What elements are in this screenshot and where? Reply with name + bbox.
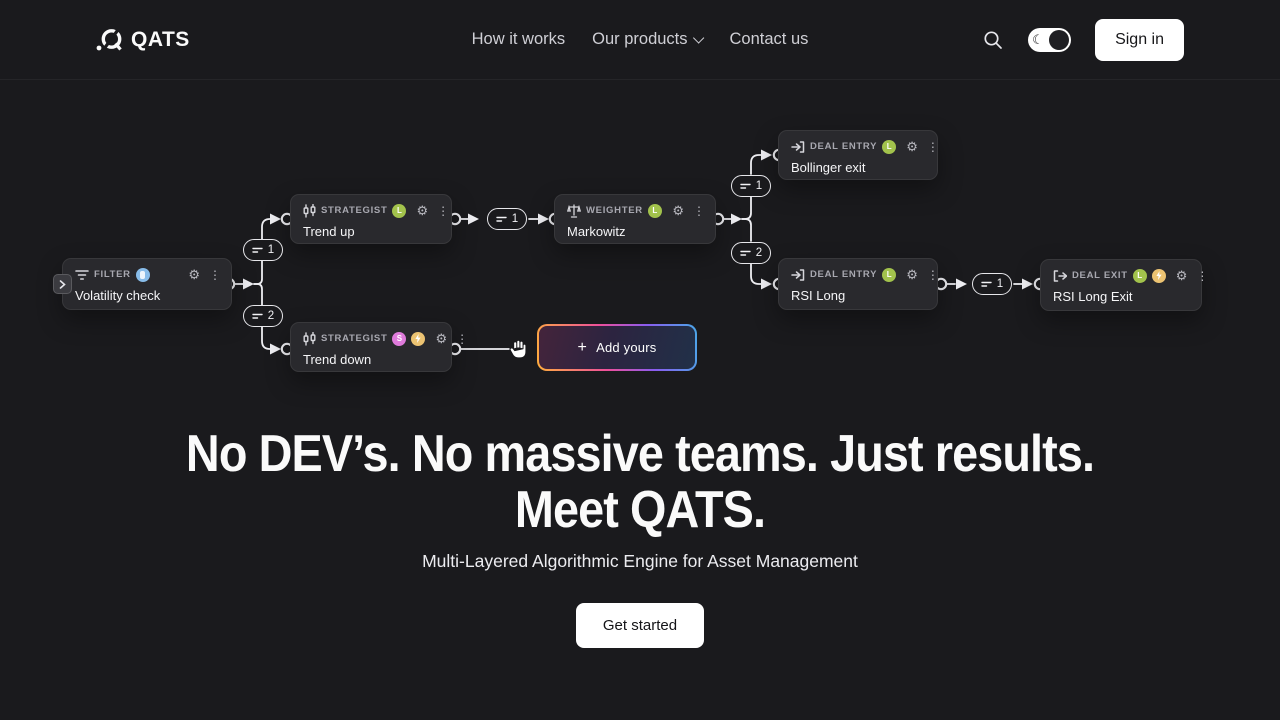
moon-icon: ☾ [1032, 31, 1044, 47]
sequence-icon [252, 311, 263, 321]
pill-number: 1 [996, 278, 1004, 290]
status-badge: L [882, 139, 897, 154]
node-name: Markowitz [567, 224, 626, 239]
nav-link-label: Our products [592, 30, 688, 48]
nav-link-our-products[interactable]: Our products [592, 30, 705, 49]
get-started-button[interactable]: Get started [575, 603, 705, 648]
top-nav: QATS How it works Our products Contact u… [0, 0, 1280, 80]
lightning-badge-icon [411, 331, 426, 346]
add-yours-button[interactable]: + Add yours [537, 324, 697, 371]
more-options-icon[interactable]: ⋮ [437, 203, 450, 218]
pill-number: 1 [267, 244, 275, 256]
more-options-icon[interactable]: ⋮ [693, 203, 705, 218]
sequence-icon [740, 248, 751, 258]
pill-number: 2 [267, 310, 275, 322]
sequence-icon [496, 214, 507, 224]
strategist-icon [303, 331, 316, 346]
node-name: Bollinger exit [791, 160, 866, 175]
node-name: RSI Long [791, 288, 846, 303]
more-options-icon[interactable]: ⋮ [926, 139, 939, 154]
filter-icon [75, 269, 89, 281]
node-type-label: DEAL EXIT [1072, 270, 1128, 281]
node-name: Trend up [303, 224, 355, 239]
gear-icon[interactable]: ⚙ [188, 267, 200, 282]
nav-right-controls: ☾ Sign in [982, 18, 1184, 61]
status-badge: L [1132, 268, 1147, 283]
nav-link-label: How it works [471, 30, 566, 48]
nav-link-how-it-works[interactable]: How it works [472, 30, 566, 49]
hero-section: No DEV’s. No massive teams. Just results… [0, 80, 1280, 648]
more-options-icon[interactable]: ⋮ [926, 267, 939, 282]
nav-links: How it works Our products Contact us [472, 30, 809, 49]
flow-node-filter[interactable]: FILTER ⚙ ⋮ Volatility check [53, 258, 232, 310]
flow-node-strategist-trend-down[interactable]: STRATEGIST S ⚙ ⋮ Trend down [290, 322, 468, 372]
pill-number: 1 [511, 213, 519, 225]
plus-icon: + [577, 338, 588, 356]
gear-icon[interactable]: ⚙ [906, 267, 918, 282]
status-badge: S [392, 331, 407, 346]
flow-node-deal-exit-rsi-long-exit[interactable]: DEAL EXIT L ⚙ ⋮ RSI Long Exit [1040, 259, 1208, 311]
node-type-label: DEAL ENTRY [810, 141, 878, 152]
gear-icon[interactable]: ⚙ [435, 331, 448, 346]
status-badge: L [392, 203, 407, 218]
more-options-icon[interactable]: ⋮ [456, 331, 469, 346]
nav-link-contact-us[interactable]: Contact us [730, 30, 809, 49]
deal-entry-icon [791, 140, 805, 154]
strategist-icon [303, 203, 316, 218]
deal-entry-icon [791, 268, 805, 282]
status-badge: L [882, 267, 897, 282]
pill-number: 1 [755, 180, 763, 192]
weighter-scale-icon [567, 203, 581, 218]
flow-node-deal-entry-bollinger[interactable]: DEAL ENTRY L ⚙ ⋮ Bollinger exit [778, 130, 939, 180]
sequence-icon [981, 279, 992, 289]
hero-headline: No DEV’s. No massive teams. Just results… [64, 426, 1216, 538]
headline-line-2: Meet QATS. [514, 481, 766, 539]
status-badge: L [647, 203, 662, 218]
more-options-icon[interactable]: ⋮ [1196, 268, 1209, 283]
sequence-icon [740, 181, 751, 191]
lightning-badge-icon [1151, 268, 1166, 283]
node-type-label: WEIGHTER [586, 205, 643, 216]
sequence-icon [252, 245, 263, 255]
chevron-down-icon [692, 31, 705, 44]
node-type-label: DEAL ENTRY [810, 269, 878, 280]
node-name: RSI Long Exit [1053, 289, 1133, 304]
sequence-pill-6[interactable]: 1 [972, 273, 1012, 295]
hand-cursor-icon [505, 336, 530, 366]
more-options-icon[interactable]: ⋮ [209, 267, 221, 282]
toggle-knob [1049, 29, 1070, 50]
deal-exit-icon [1053, 269, 1067, 283]
node-type-label: STRATEGIST [321, 333, 388, 344]
gear-icon[interactable]: ⚙ [416, 203, 429, 218]
add-yours-label: Add yours [596, 340, 657, 355]
node-type-label: STRATEGIST [321, 205, 388, 216]
sign-in-button[interactable]: Sign in [1095, 18, 1184, 61]
brand-logo[interactable]: QATS [96, 26, 190, 53]
gear-icon[interactable]: ⚙ [906, 139, 918, 154]
gear-icon[interactable]: ⚙ [672, 203, 684, 218]
qats-logo-icon [96, 26, 123, 53]
nav-link-label: Contact us [729, 30, 809, 48]
flow-node-weighter-markowitz[interactable]: WEIGHTER L ⚙ ⋮ Markowitz [554, 194, 716, 244]
node-name: Volatility check [75, 288, 161, 303]
theme-toggle[interactable]: ☾ [1028, 27, 1072, 52]
flow-node-deal-entry-rsi-long[interactable]: DEAL ENTRY L ⚙ ⋮ RSI Long [778, 258, 939, 310]
hero-subtitle: Multi-Layered Algorithmic Engine for Ass… [422, 551, 858, 571]
indicator-badge-icon [135, 267, 150, 282]
sequence-pill-4[interactable]: 1 [731, 175, 771, 197]
headline-line-1: No DEV’s. No massive teams. Just results… [185, 425, 1095, 483]
brand-name: QATS [131, 27, 190, 51]
sequence-pill-2[interactable]: 2 [243, 305, 283, 327]
pill-number: 2 [755, 247, 763, 259]
expand-node-button[interactable] [53, 274, 72, 294]
gear-icon[interactable]: ⚙ [1175, 268, 1188, 283]
sequence-pill-3[interactable]: 1 [487, 208, 527, 230]
node-name: Trend down [303, 352, 372, 367]
search-icon[interactable] [982, 29, 1004, 51]
node-type-label: FILTER [94, 269, 131, 280]
